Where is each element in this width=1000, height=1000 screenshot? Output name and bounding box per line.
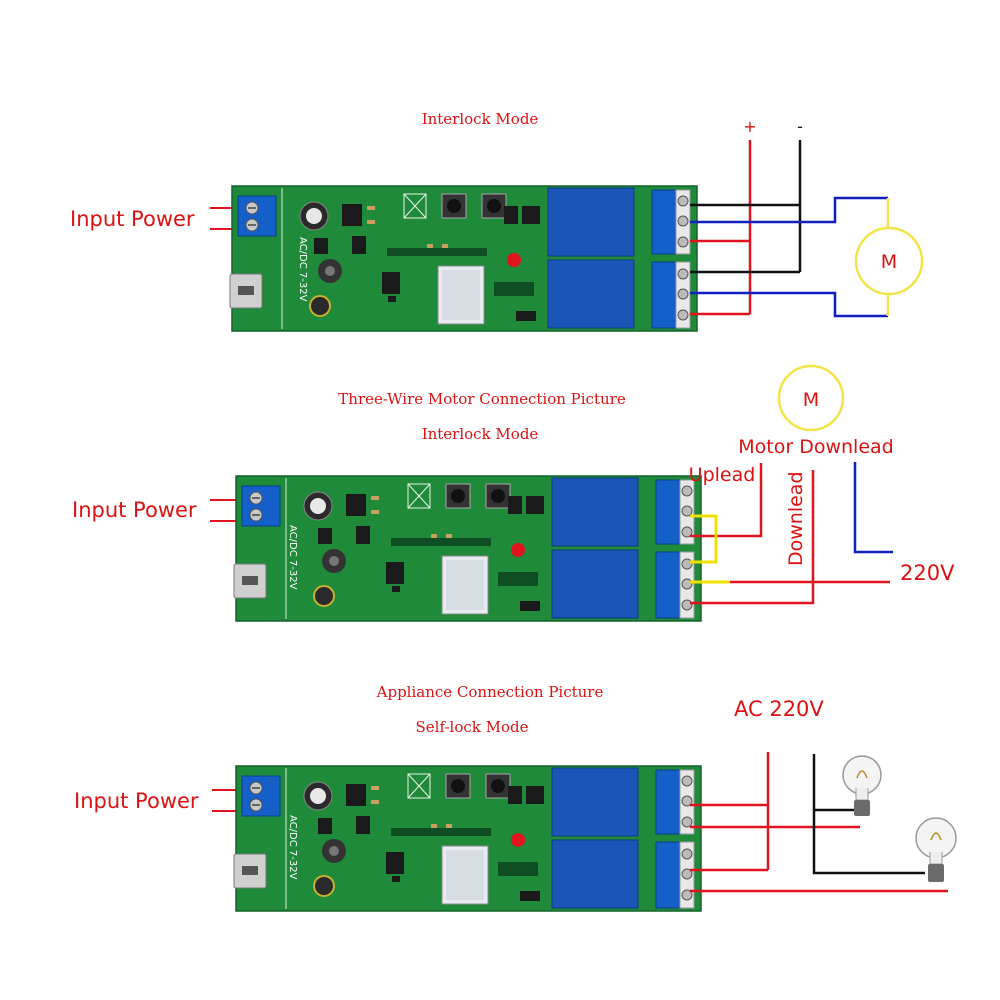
panel-interlock: Interlock Mode Input Power AC/DC 7-32V +… xyxy=(70,110,924,332)
panel1-title: Interlock Mode xyxy=(422,110,539,128)
plus-label: + xyxy=(743,117,756,136)
motor-label: M xyxy=(881,251,897,273)
panel2-subtitle: Interlock Mode xyxy=(422,425,539,443)
motor-symbol xyxy=(854,226,924,296)
panel3-input-power-label: Input Power xyxy=(74,789,199,813)
motor-symbol xyxy=(777,364,845,432)
panel1-input-power-label: Input Power xyxy=(70,207,195,231)
panel-three-wire-motor: Three-Wire Motor Connection Picture Inte… xyxy=(72,364,955,622)
relay-board: AC/DC 7-32V xyxy=(233,765,702,912)
voltage-220v-label: 220V xyxy=(900,561,955,585)
motor-label: M xyxy=(803,389,819,411)
light-bulb-icon xyxy=(842,755,882,816)
panel2-input-power-label: Input Power xyxy=(72,498,197,522)
board-voltage-text: AC/DC 7-32V xyxy=(287,815,298,880)
panel2-title: Three-Wire Motor Connection Picture xyxy=(338,390,626,408)
motor-downlead-label: Motor Downlead xyxy=(738,436,893,458)
relay-board: AC/DC 7-32V xyxy=(229,185,698,332)
relay-board: AC/DC 7-32V xyxy=(233,475,702,622)
panel3-subtitle: Self-lock Mode xyxy=(416,718,529,736)
downlead-label: Downlead xyxy=(785,471,807,566)
minus-label: - xyxy=(797,117,803,136)
board-voltage-text: AC/DC 7-32V xyxy=(287,525,298,590)
light-bulb-icon xyxy=(915,817,957,882)
board-voltage-text: AC/DC 7-32V xyxy=(297,237,308,302)
panel3-title: Appliance Connection Picture xyxy=(376,683,604,701)
uplead-label: Uplead xyxy=(689,464,756,486)
ac-220v-label: AC 220V xyxy=(734,697,824,721)
panel-appliance: Appliance Connection Picture Self-lock M… xyxy=(74,683,957,912)
